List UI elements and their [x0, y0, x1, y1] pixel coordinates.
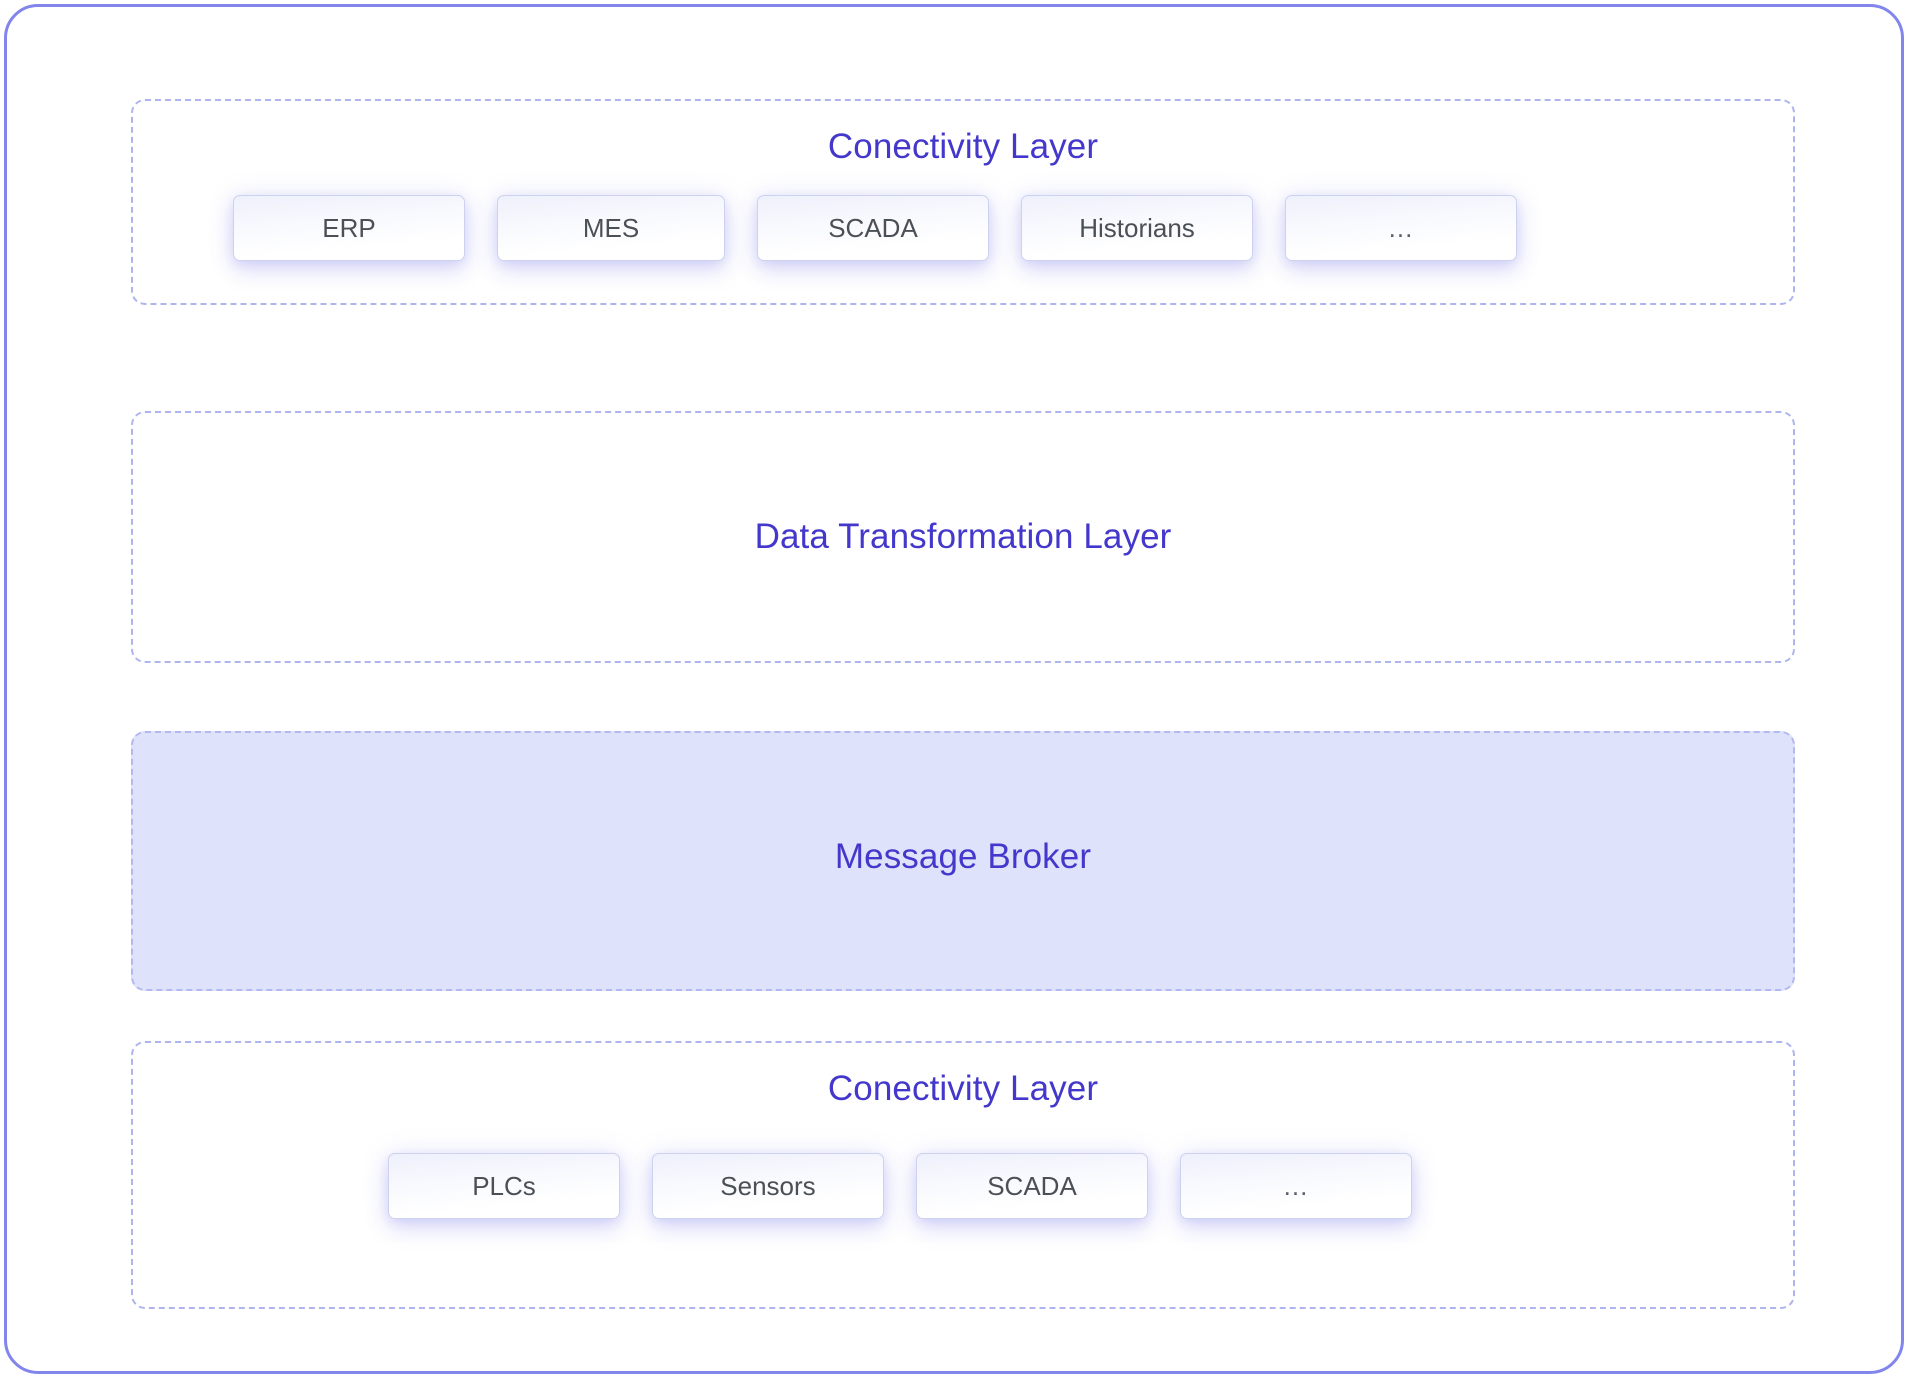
node-box-mes[interactable]: MES [497, 195, 725, 261]
layer-title-connectivity-bottom: Conectivity Layer [827, 1069, 1099, 1108]
node-label-mes: MES [582, 212, 640, 243]
node-label-scada-top: SCADA [828, 212, 918, 243]
layer-title-message-broker: Message Broker [834, 837, 1092, 876]
node-box-erp[interactable]: ERP [233, 195, 465, 261]
layer-title-connectivity-top: Conectivity Layer [827, 127, 1099, 166]
node-box-historians[interactable]: Historians [1021, 195, 1253, 261]
node-row-connectivity-top: ERP MES SCADA Historians ... [233, 195, 1517, 261]
node-label-more-top: ... [1388, 212, 1414, 243]
node-label-more-bottom: ... [1283, 1170, 1309, 1201]
layer-title-data-transformation: Data Transformation Layer [754, 517, 1172, 556]
node-box-more-top[interactable]: ... [1285, 195, 1517, 261]
node-row-connectivity-bottom: PLCs Sensors SCADA ... [388, 1153, 1412, 1219]
layer-panel-connectivity-top: Conectivity Layer ERP MES SCADA Historia… [131, 99, 1795, 305]
node-label-historians: Historians [1079, 212, 1195, 243]
node-label-plcs: PLCs [472, 1170, 536, 1201]
layer-panel-message-broker: Message Broker [131, 731, 1795, 991]
layer-panel-data-transformation: Data Transformation Layer [131, 411, 1795, 663]
node-label-erp: ERP [322, 212, 376, 243]
node-box-plcs[interactable]: PLCs [388, 1153, 620, 1219]
node-box-scada-bottom[interactable]: SCADA [916, 1153, 1148, 1219]
layer-panel-connectivity-bottom: Conectivity Layer PLCs Sensors SCADA ... [131, 1041, 1795, 1309]
node-label-scada-bottom: SCADA [987, 1170, 1077, 1201]
node-box-scada-top[interactable]: SCADA [757, 195, 989, 261]
node-box-sensors[interactable]: Sensors [652, 1153, 884, 1219]
diagram-container: Conectivity Layer ERP MES SCADA Historia… [4, 4, 1904, 1374]
node-box-more-bottom[interactable]: ... [1180, 1153, 1412, 1219]
node-label-sensors: Sensors [720, 1170, 816, 1201]
